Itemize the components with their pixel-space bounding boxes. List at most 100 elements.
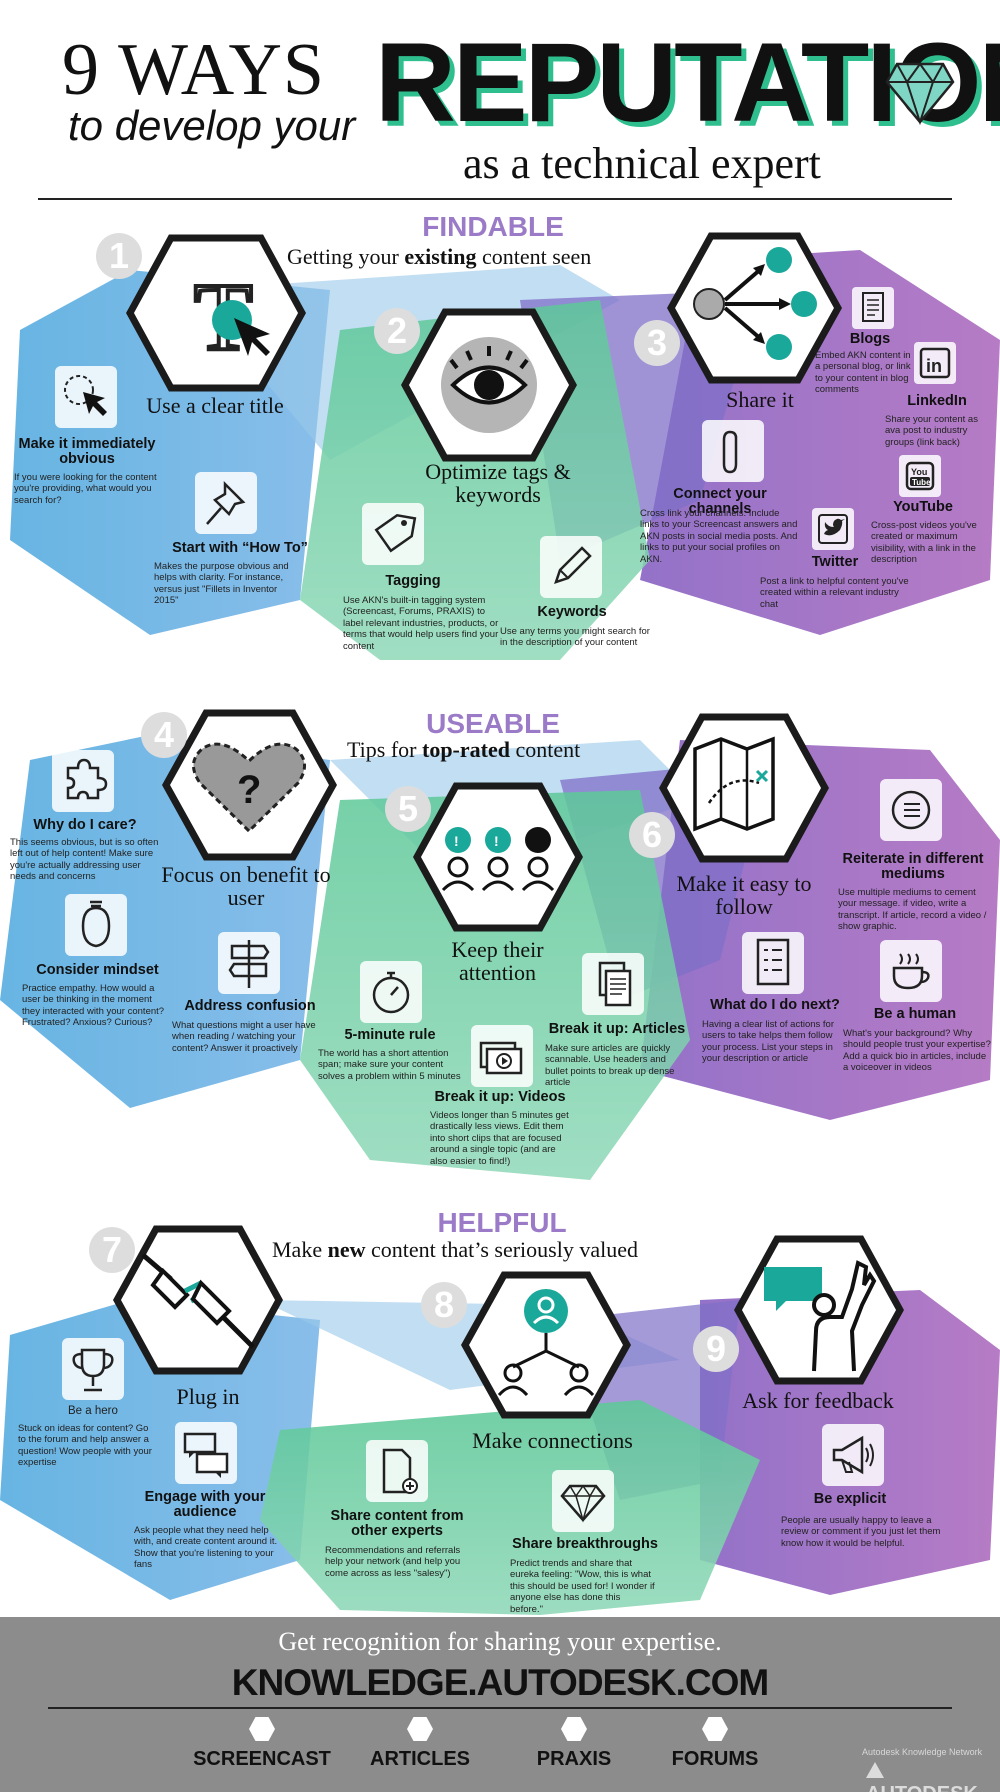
way-6-label: Make it easy to follow [676, 871, 812, 920]
title-line-1: 9 WAYS [62, 29, 326, 111]
tip-tagging-title: Tagging [385, 573, 441, 589]
footer-link-praxis[interactable]: PRAXIS [536, 1748, 612, 1770]
header-divider [38, 198, 952, 200]
tip-next-body: Having a clear list of actions for users… [702, 1019, 835, 1065]
tip-mindset-title: Consider mindset [36, 962, 159, 978]
way-5-label: Keep their attention [451, 937, 544, 986]
coffee-icon-tile [880, 940, 942, 1002]
hex-way-3 [667, 232, 842, 384]
tip-hero-title: Be a hero [68, 1405, 118, 1417]
footer: Get recognition for sharing your experti… [0, 1617, 1000, 1792]
checklist-icon-tile [742, 932, 804, 994]
tip-videos-body: Videos longer than 5 minutes get drastic… [430, 1110, 569, 1167]
section-findable-heading: FINDABLE [422, 211, 564, 242]
section-findable-subtitle: Getting your existing content seen [287, 244, 592, 269]
tip-twitter-body: Post a link to helpful content you've cr… [760, 576, 909, 610]
way-3-label: Share it [726, 387, 794, 412]
tip-5min-body: The world has a short attention span; ma… [318, 1048, 461, 1082]
lightbulb-icon [81, 900, 111, 948]
hex-way-7 [113, 1225, 283, 1375]
section-useable-heading: USEABLE [426, 708, 560, 739]
checklist-icon [756, 938, 790, 986]
tip-confusion-title: Address confusion [184, 998, 316, 1014]
megaphone-icon-tile [822, 1424, 884, 1486]
tip-breakthroughs-title: Share breakthroughs [512, 1536, 658, 1552]
lightbulb-icon-tile [65, 894, 127, 956]
way-number-2: 2 [374, 308, 420, 354]
pencil-icon [554, 546, 592, 584]
linkedin-icon-tile: in [914, 342, 956, 384]
way-number-5: 5 [385, 786, 431, 832]
way-number-9: 9 [693, 1326, 739, 1372]
way-4-label: Focus on benefit to user [161, 862, 331, 911]
autodesk-logo-icon [866, 1762, 884, 1778]
hex-way-6 [659, 713, 829, 863]
tip-blogs-body: Embed AKN content in a personal blog, or… [815, 350, 911, 396]
pencil-icon-tile [540, 536, 602, 598]
tip-blogs-title: Blogs [849, 331, 891, 347]
footer-link-forums[interactable]: FORUMS [671, 1748, 759, 1770]
footer-url[interactable]: KNOWLEDGE.AUTODESK.COM [231, 1662, 769, 1703]
tag-icon [374, 513, 417, 553]
hexagon-icon [561, 1717, 587, 1741]
tip-mindset-body: Practice empathy. How would a user be th… [22, 983, 165, 1029]
cursor-icon [64, 375, 107, 416]
svg-text:!: ! [494, 833, 499, 849]
svg-text:!: ! [454, 833, 459, 849]
hexagon-icon [702, 1717, 728, 1741]
gem-icon-tile [552, 1470, 614, 1532]
way-number-7: 7 [89, 1227, 135, 1273]
twitter-icon [818, 514, 848, 544]
articles-icon [598, 961, 632, 1007]
tip-tagging-body: Use AKN's built-in tagging system (Scree… [343, 595, 499, 652]
tip-twitter-title: Twitter [811, 554, 859, 570]
tip-confusion-body: What questions might a user have when re… [172, 1020, 316, 1054]
puzzle-icon-tile [52, 750, 114, 812]
tip-howto-body: Makes the purpose obvious and helps with… [154, 561, 289, 607]
footer-link-articles[interactable]: ARTICLES [370, 1748, 470, 1770]
tip-whycare-body: This seems obvious, but is so often left… [10, 837, 159, 883]
way-1-label: Use a clear title [146, 393, 284, 418]
coffee-cup-icon [892, 953, 930, 990]
tip-next-title: What do I do next? [710, 997, 840, 1013]
footer-small-text: Autodesk Knowledge Network [862, 1747, 983, 1757]
chat-bubbles-icon [183, 1432, 229, 1478]
tip-youtube-body: Cross-post videos you've created or maxi… [871, 520, 977, 566]
video-icon [479, 1041, 523, 1075]
footer-divider [48, 1707, 952, 1709]
reiterate-icon-tile [880, 779, 942, 841]
hex-way-1: T [126, 234, 306, 392]
title-line-2: to develop your [68, 102, 356, 149]
way-number-3: 3 [634, 320, 680, 366]
stopwatch-icon-tile [360, 961, 422, 1023]
add-document-icon-tile [366, 1440, 428, 1502]
hexagon-icon [407, 1717, 433, 1741]
cursor-icon-tile [55, 366, 117, 428]
tip-sharecontent-body: Recommendations and referrals help your … [325, 1545, 461, 1579]
way-number-4: 4 [141, 712, 187, 758]
footer-link-screencast[interactable]: SCREENCAST [193, 1748, 331, 1770]
svg-text:in: in [926, 356, 942, 376]
megaphone-icon [832, 1435, 874, 1475]
way-7-label: Plug in [176, 1384, 240, 1409]
tip-explicit-body: People are usually happy to leave a revi… [781, 1515, 941, 1549]
tip-breakthroughs-body: Predict trends and share that eureka fee… [510, 1558, 655, 1615]
articles-icon-tile [582, 953, 644, 1015]
tip-human-body: What's your background? Why should peopl… [843, 1028, 991, 1074]
footer-tagline: Get recognition for sharing your experti… [278, 1627, 722, 1656]
svg-text:You: You [911, 467, 927, 477]
tip-reiterate-body: Use multiple mediums to cement your mess… [838, 887, 987, 933]
tip-reiterate-title: Reiterate in different mediums [842, 851, 984, 883]
pushpin-icon-tile [195, 472, 257, 534]
video-icon-tile [471, 1025, 533, 1087]
tip-linkedin-body: Share your content as ava post to indust… [885, 414, 978, 448]
way-9-label: Ask for feedback [742, 1388, 894, 1413]
tip-connect-body: Cross link your channels. Include links … [640, 508, 798, 565]
way-8-label: Make connections [472, 1428, 633, 1453]
tip-engage-body: Ask people what they need help with, and… [134, 1525, 278, 1571]
tip-explicit-title: Be explicit [813, 1491, 887, 1507]
svg-text:Tube: Tube [912, 478, 931, 487]
tip-youtube-title: YouTube [893, 499, 953, 515]
